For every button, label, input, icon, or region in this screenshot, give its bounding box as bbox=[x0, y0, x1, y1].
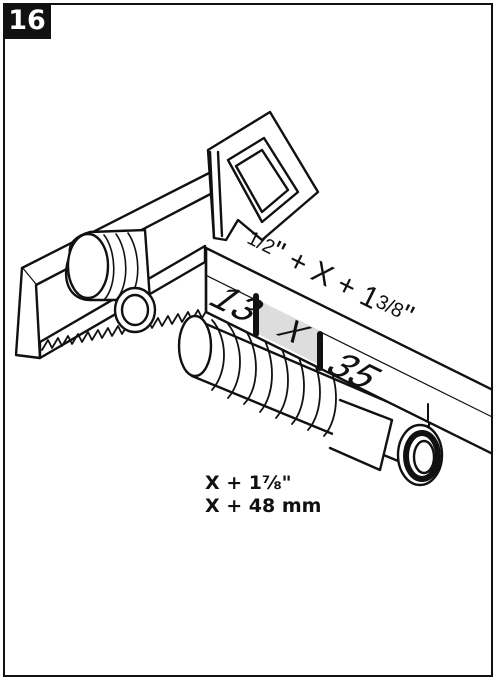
step-number-badge: 16 bbox=[3, 3, 51, 39]
caption-imperial: X + 1⅞" bbox=[205, 472, 292, 494]
caption-metric: X + 48 mm bbox=[205, 495, 322, 517]
page-frame bbox=[3, 3, 493, 677]
measuring-ruler bbox=[204, 246, 491, 455]
pipe-behind-saw bbox=[64, 228, 157, 334]
pipe bbox=[177, 314, 444, 487]
measurement-caption: X + 1⅞" X + 48 mm bbox=[205, 472, 321, 518]
